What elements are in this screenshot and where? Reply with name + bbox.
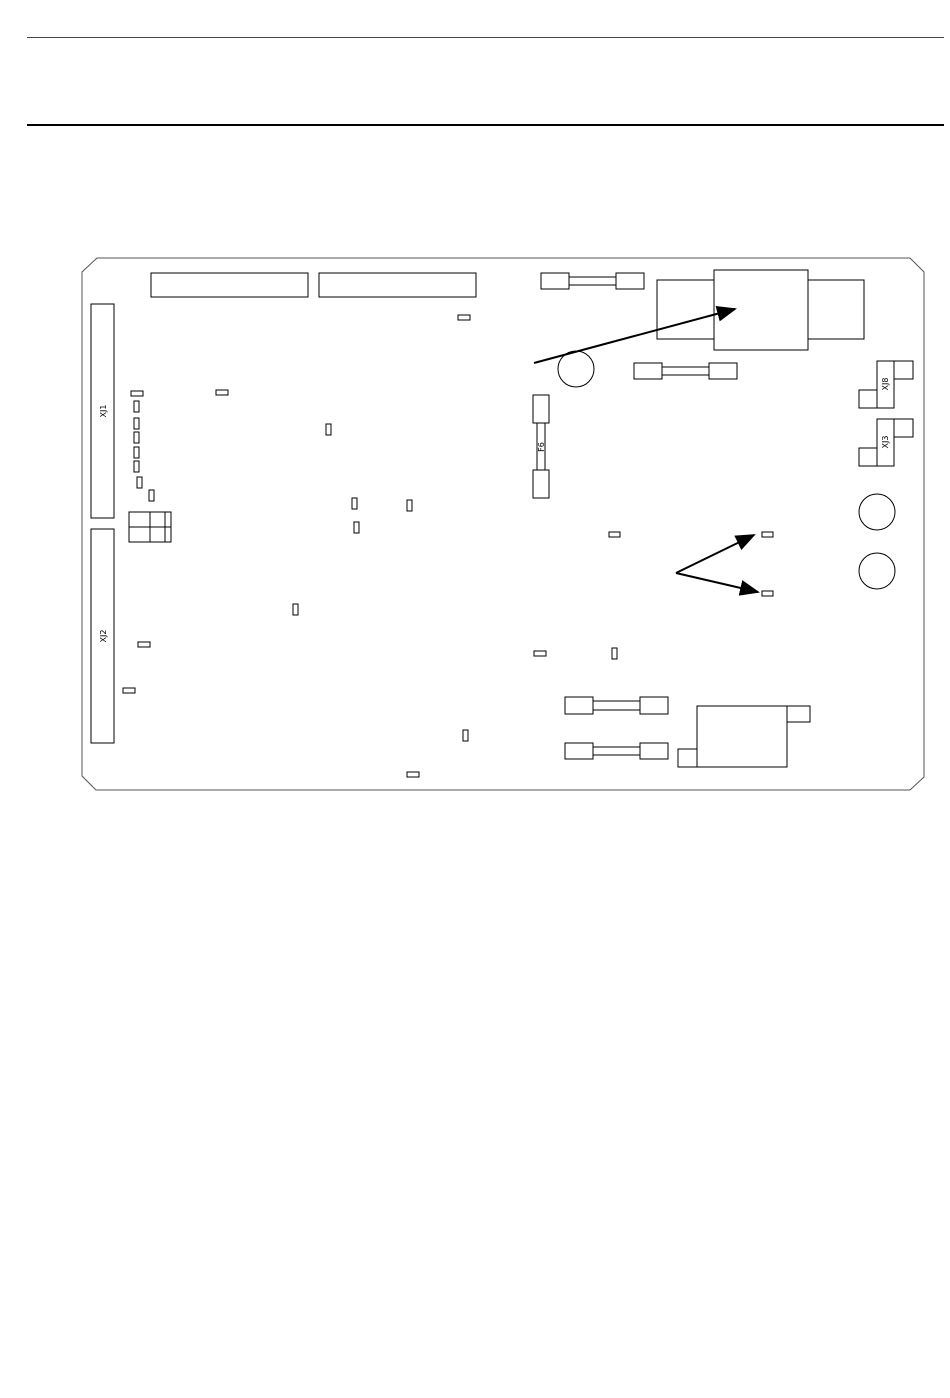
top-connector-right [319, 273, 476, 297]
smd-horizontal-parts [123, 315, 773, 777]
fuse-bottom-2 [565, 743, 668, 759]
arrow-to-smd-lower [676, 573, 758, 592]
fuse-bottom-1 [565, 697, 668, 714]
label-xj1: XJ1 [99, 405, 108, 418]
transformer [657, 270, 864, 350]
capacitor-right-1 [859, 494, 895, 530]
switch-block [129, 512, 171, 542]
fuse-top [541, 273, 644, 289]
label-xj3: XJ3 [881, 436, 890, 449]
arrow-to-transformer [534, 309, 735, 363]
capacitor-top [558, 351, 594, 387]
label-f6: F6 [537, 442, 546, 452]
arrow-to-smd-upper [676, 535, 754, 573]
label-xj8: XJ8 [881, 378, 890, 391]
relay-module [678, 706, 810, 767]
board-outline [82, 258, 924, 790]
label-xj2: XJ2 [99, 630, 108, 643]
top-connector-left [151, 273, 308, 297]
capacitor-right-2 [859, 553, 895, 589]
fuse-mid [634, 363, 737, 379]
